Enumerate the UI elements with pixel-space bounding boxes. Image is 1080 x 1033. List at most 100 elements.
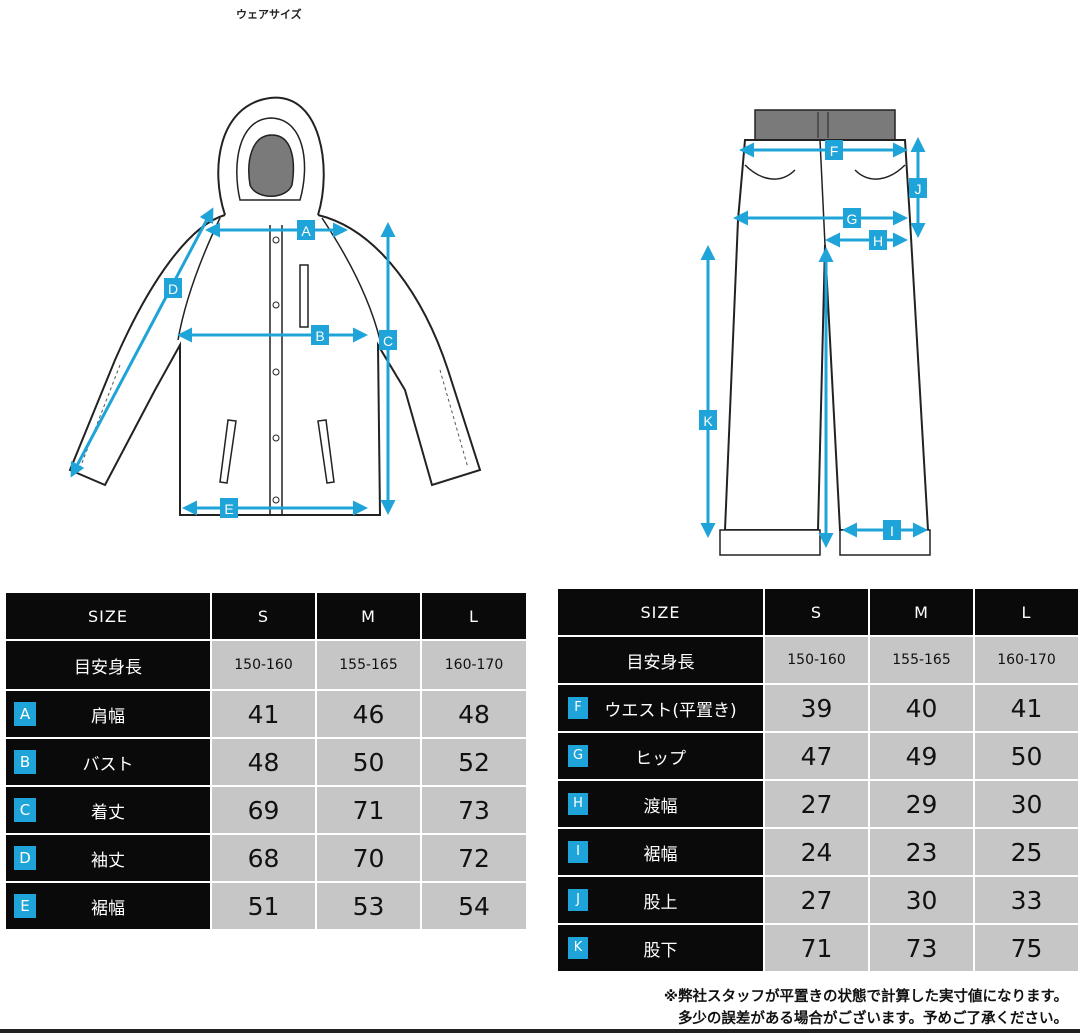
table-header-row: SIZE S M L [4, 591, 528, 641]
svg-text:B: B [315, 328, 324, 344]
letter-badge: K [568, 937, 588, 959]
page-title: ウェアサイズ [236, 8, 302, 21]
cell-value: 48 [210, 737, 317, 787]
table-row: 目安身長 150-160 155-165 160-170 [556, 635, 1080, 685]
cell-value: 48 [420, 689, 528, 739]
svg-text:C: C [383, 333, 393, 349]
size-l-header: L [973, 587, 1080, 637]
letter-badge: F [568, 697, 588, 719]
height-value: 160-170 [420, 639, 528, 691]
cell-value: 72 [420, 833, 528, 883]
size-header: SIZE [556, 587, 765, 637]
letter-badge: H [568, 793, 588, 815]
letter-badge: D [14, 846, 36, 870]
cell-value: 53 [315, 881, 422, 931]
table-row: H 渡幅 27 29 30 [556, 779, 1080, 829]
letter-badge: G [568, 745, 588, 767]
row-label: D 袖丈 [4, 833, 212, 883]
jacket-illustration: A B C D E [68, 96, 482, 518]
cell-value: 70 [315, 833, 422, 883]
table-header-row: SIZE S M L [556, 587, 1080, 637]
cell-value: 30 [973, 779, 1080, 829]
svg-text:D: D [168, 281, 178, 297]
table-row: D 袖丈 68 70 72 [4, 833, 528, 883]
footnote-line-1: ※弊社スタッフが平置きの状態で計算した実寸値になります。 [663, 989, 1068, 1005]
row-label-text: 股下 [643, 940, 678, 961]
svg-text:I: I [890, 523, 894, 539]
row-label-text: 肩幅 [91, 706, 125, 727]
row-label: K 股下 [556, 923, 765, 973]
row-label-text: 裾幅 [643, 844, 678, 865]
cell-value: 27 [763, 875, 870, 925]
cell-value: 47 [763, 731, 870, 781]
row-label: F ウエスト(平置き) [556, 683, 765, 733]
cell-value: 40 [868, 683, 975, 733]
cell-value: 51 [210, 881, 317, 931]
size-m-header: M [868, 587, 975, 637]
row-label: G ヒップ [556, 731, 765, 781]
cell-value: 30 [868, 875, 975, 925]
table-row: K 股下 71 73 75 [556, 923, 1080, 973]
size-header: SIZE [4, 591, 212, 641]
row-label-text: 袖丈 [91, 850, 125, 871]
height-value: 155-165 [315, 639, 422, 691]
cell-value: 69 [210, 785, 317, 835]
cell-value: 25 [973, 827, 1080, 877]
table-row: 目安身長 150-160 155-165 160-170 [4, 639, 528, 691]
size-m-header: M [315, 591, 422, 641]
row-label: A 肩幅 [4, 689, 212, 739]
size-l-header: L [420, 591, 528, 641]
row-label-text: ウエスト(平置き) [604, 700, 737, 721]
svg-text:F: F [830, 143, 839, 159]
height-label: 目安身長 [4, 639, 212, 691]
letter-badge: E [14, 894, 36, 918]
letter-badge: B [14, 750, 36, 774]
svg-text:E: E [224, 501, 233, 517]
pants-illustration: F G H J K I [699, 109, 931, 556]
row-label: E 裾幅 [4, 881, 212, 931]
height-label: 目安身長 [556, 635, 765, 685]
svg-text:G: G [847, 211, 858, 227]
row-label-text: 渡幅 [643, 796, 678, 817]
cell-value: 46 [315, 689, 422, 739]
height-value: 150-160 [763, 635, 870, 685]
cell-value: 75 [973, 923, 1080, 973]
cell-value: 49 [868, 731, 975, 781]
cell-value: 23 [868, 827, 975, 877]
row-label: H 渡幅 [556, 779, 765, 829]
cell-value: 41 [210, 689, 317, 739]
footnote-line-2: 多少の誤差がある場合がございます。予めご了承ください。 [677, 1011, 1068, 1027]
cell-value: 68 [210, 833, 317, 883]
row-label-text: 股上 [643, 892, 678, 913]
row-label-text: 着丈 [91, 802, 125, 823]
cell-value: 29 [868, 779, 975, 829]
bottom-divider [0, 1029, 1080, 1033]
table-row: A 肩幅 41 46 48 [4, 689, 528, 739]
cell-value: 71 [315, 785, 422, 835]
row-label-text: ヒップ [635, 748, 686, 769]
size-s-header: S [763, 587, 870, 637]
cell-value: 73 [420, 785, 528, 835]
cell-value: 24 [763, 827, 870, 877]
letter-badge: A [14, 702, 36, 726]
cell-value: 71 [763, 923, 870, 973]
jacket-size-table: SIZE S M L 目安身長 150-160 155-165 160-170 … [4, 591, 528, 931]
size-s-header: S [210, 591, 317, 641]
height-value: 160-170 [973, 635, 1080, 685]
row-label-text: バスト [82, 754, 134, 775]
svg-text:J: J [915, 181, 922, 197]
cell-value: 39 [763, 683, 870, 733]
pants-size-table: SIZE S M L 目安身長 150-160 155-165 160-170 … [556, 587, 1080, 973]
cell-value: 27 [763, 779, 870, 829]
cell-value: 73 [868, 923, 975, 973]
row-label-text: 裾幅 [91, 898, 125, 919]
svg-text:H: H [873, 233, 883, 249]
